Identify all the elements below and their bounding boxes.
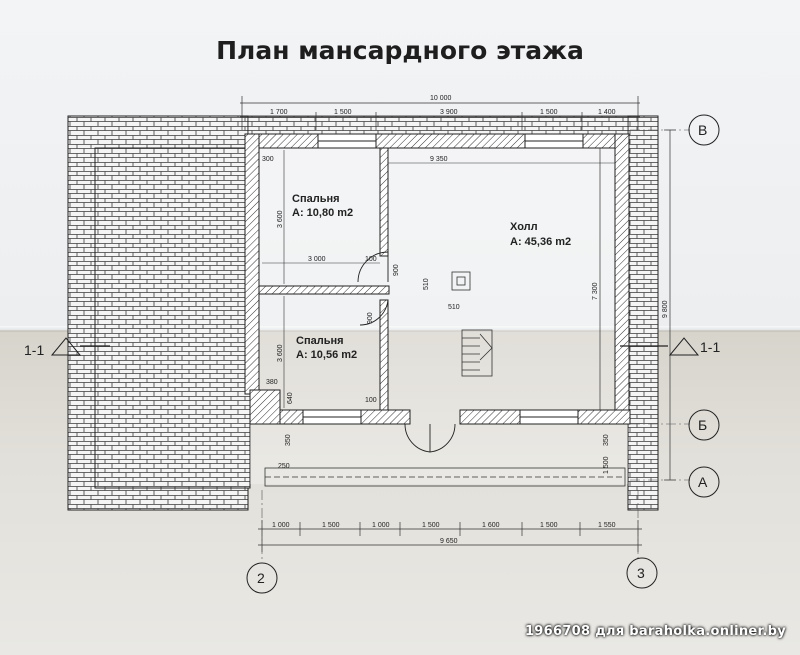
dim-510: 510: [448, 304, 460, 311]
room-name: Спальня: [296, 335, 344, 347]
top-windows: [317, 133, 584, 149]
axis-label-b: Б: [698, 417, 707, 433]
dim-900: 900: [367, 312, 374, 324]
floor-interior: [250, 134, 628, 484]
dim-bottom-seg: 1 500: [322, 522, 340, 529]
dim-right-1500: 1 500: [603, 456, 610, 474]
watermark: 1966708 для baraholka.onliner.by: [524, 624, 786, 639]
axis-label-2: 2: [257, 570, 265, 586]
axis-label-3: 3: [637, 565, 645, 581]
page-title: План мансардного этажа: [216, 36, 584, 65]
room-name: Холл: [510, 221, 538, 233]
dim-bottom-seg: 1 550: [598, 522, 616, 529]
dim-right-overall: 9 800: [662, 300, 669, 318]
dim-250: 250: [278, 463, 290, 470]
dimension-top: [240, 96, 640, 130]
bedroom-doors: [357, 251, 389, 326]
section-mark-right: [620, 337, 700, 356]
bottom-windows: [302, 409, 579, 425]
dimension-bottom: [258, 520, 642, 552]
dim-510: 510: [423, 278, 430, 290]
dim-380: 380: [266, 379, 278, 386]
dimension-inner-lines: [262, 150, 615, 408]
dim-top-overall: 10 000: [430, 95, 452, 102]
dim-hall-width: 9 350: [430, 156, 448, 163]
paper-fold-line: [0, 326, 800, 332]
dim-top-seg: 1 700: [270, 109, 288, 116]
dim-100: 100: [365, 256, 377, 263]
dim-top-seg: 1 400: [598, 109, 616, 116]
dim-bottom-seg: 1 600: [482, 522, 500, 529]
dim-wall: 300: [262, 156, 274, 163]
dim-top-seg: 1 500: [540, 109, 558, 116]
dim-bottom-seg: 1 000: [272, 522, 290, 529]
axis-label-a: А: [698, 474, 708, 490]
dim-h2: 3 600: [277, 344, 284, 362]
dim-100: 100: [365, 397, 377, 404]
brick-zone-left: [67, 115, 251, 511]
brick-zone-top: [247, 115, 629, 135]
brick-zone-right: [627, 115, 659, 511]
balcony: [264, 467, 626, 487]
staircase: [461, 329, 493, 377]
dim-350: 350: [285, 434, 292, 446]
axis-lines: [261, 129, 690, 562]
dim-bedroom-width: 3 000: [308, 256, 326, 263]
axis-bubbles: [246, 114, 720, 594]
section-mark-left: [50, 337, 110, 356]
section-label-right: 1-1: [700, 339, 720, 355]
dim-right-inner: 7 300: [592, 282, 599, 300]
room-name: Спальня: [292, 193, 340, 205]
chimney: [451, 271, 471, 291]
dim-bottom-overall: 9 650: [440, 538, 458, 545]
room-area: A: 10,80 m2: [292, 207, 353, 219]
dim-900: 900: [393, 264, 400, 276]
dim-top-seg: 3 900: [440, 109, 458, 116]
dim-bottom-seg: 1 000: [372, 522, 390, 529]
dim-bottom-seg: 1 500: [540, 522, 558, 529]
axis-label-v: В: [698, 122, 707, 138]
dim-640: 640: [287, 392, 294, 404]
room-area: A: 45,36 m2: [510, 236, 571, 248]
section-label-left: 1-1: [24, 342, 44, 358]
dim-top-seg: 1 500: [334, 109, 352, 116]
dim-h1: 3 600: [277, 210, 284, 228]
room-area: A: 10,56 m2: [296, 349, 357, 361]
dim-350: 350: [603, 434, 610, 446]
balcony-door: [404, 423, 456, 453]
dim-bottom-seg: 1 500: [422, 522, 440, 529]
